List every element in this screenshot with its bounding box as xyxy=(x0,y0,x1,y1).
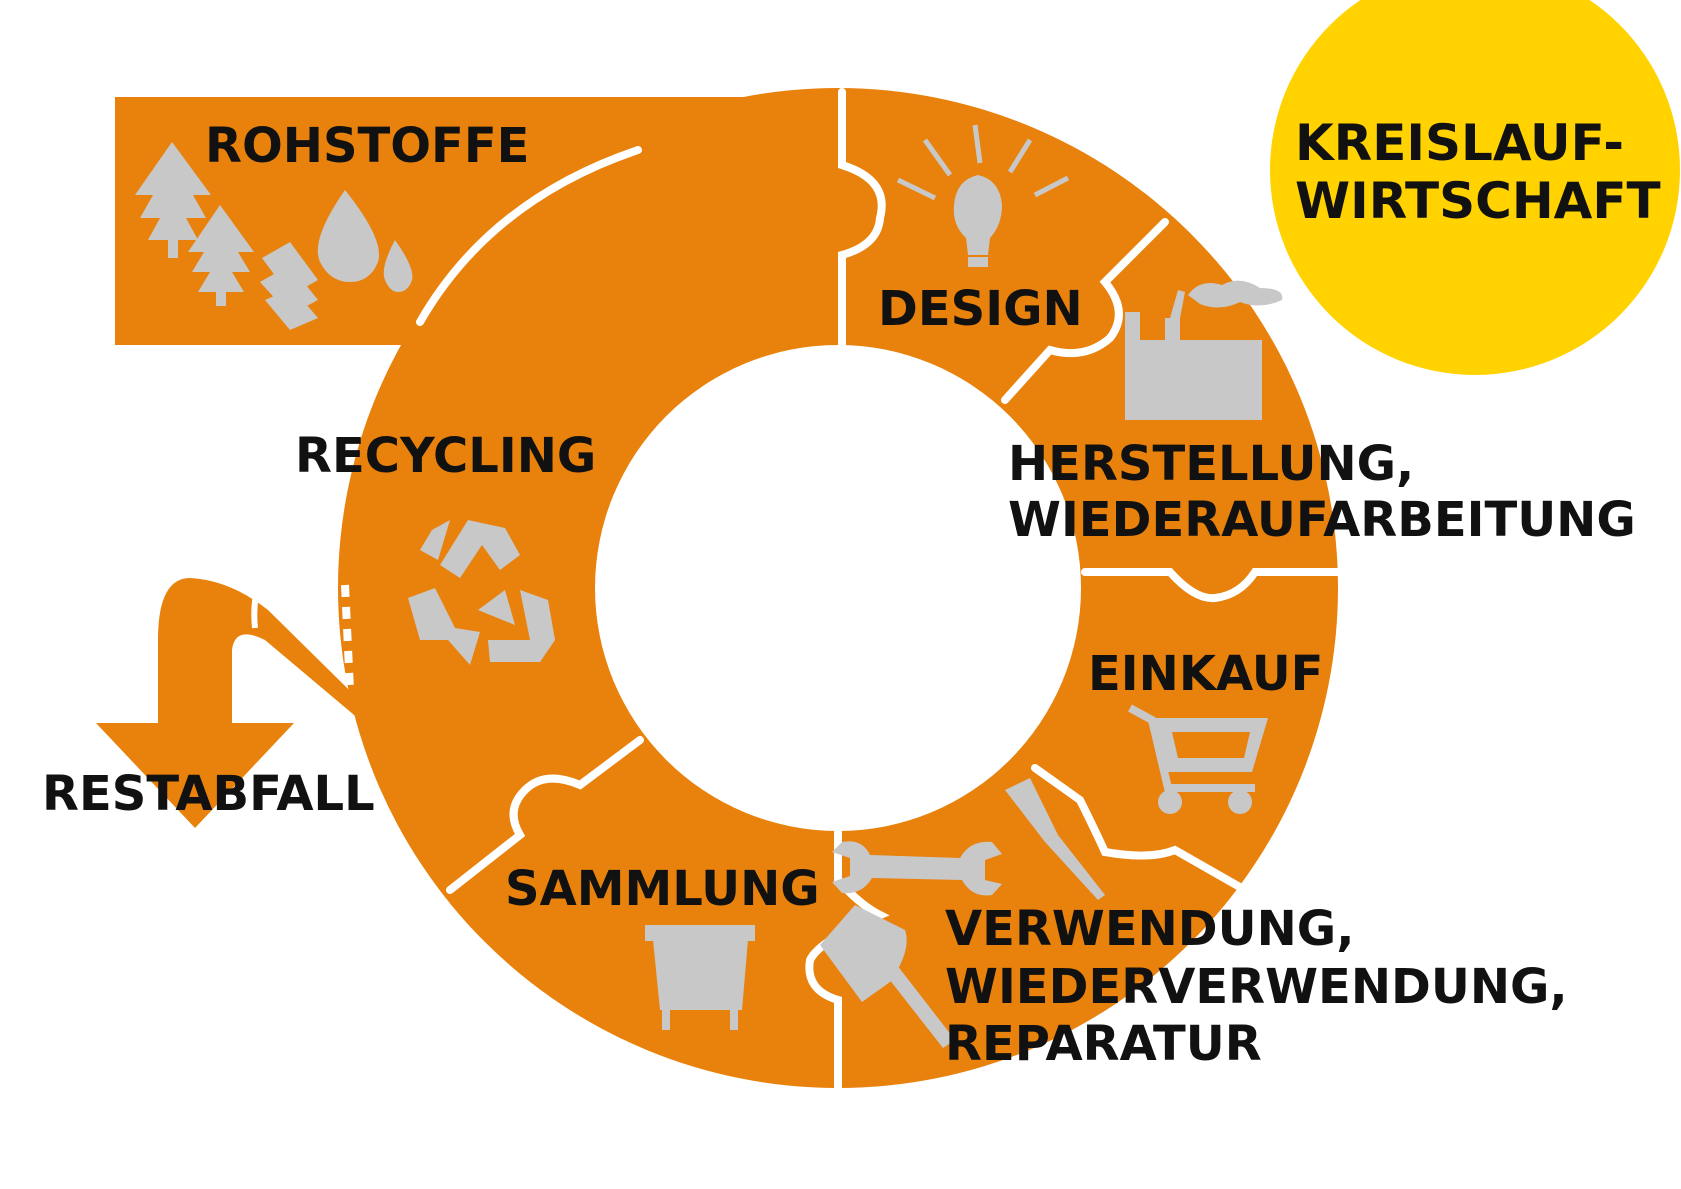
verwendung-label-line-1: VERWENDUNG, xyxy=(945,901,1354,957)
restabfall-exit-dashes xyxy=(341,584,354,691)
restabfall-label: RESTABFALL xyxy=(42,766,375,822)
waste-container-icon xyxy=(645,925,755,1030)
separator-design-herstellung xyxy=(1001,218,1169,404)
light-bulb-icon xyxy=(896,124,1070,267)
wrench-icon xyxy=(832,841,1002,896)
title-line-2: WIRTSCHAFT xyxy=(1295,172,1661,230)
drop-icon xyxy=(317,190,413,292)
design-label: DESIGN xyxy=(878,281,1083,337)
rohstoffe-label: ROHSTOFFE xyxy=(205,118,529,174)
herstellung-label-line-2: WIEDERAUFARBEITUNG xyxy=(1008,492,1636,548)
shopping-cart-icon xyxy=(1128,704,1268,814)
tree-icon xyxy=(135,142,254,306)
restabfall-arrow-edge xyxy=(251,538,283,629)
separator-recycling-arc xyxy=(416,146,642,326)
separator-herstellung-einkauf xyxy=(1081,568,1344,603)
separator-sammlung-recycling xyxy=(446,736,644,894)
factory-icon xyxy=(1125,280,1283,420)
separator-rohstoffe-design xyxy=(838,88,886,349)
cycle-ring xyxy=(338,88,1338,1088)
title-badge xyxy=(1270,0,1680,375)
segment-separators xyxy=(416,88,1344,1096)
title-line-1: KREISLAUF- xyxy=(1295,114,1624,172)
restabfall-arrow xyxy=(96,578,410,828)
verwendung-label-line-2: WIEDERVERWENDUNG, xyxy=(945,959,1568,1015)
recycling-icon xyxy=(408,520,555,665)
einkauf-label: EINKAUF xyxy=(1088,646,1323,702)
separator-einkauf-verwendung xyxy=(1031,764,1249,894)
herstellung-label-line-1: HERSTELLUNG, xyxy=(1008,436,1414,492)
sammlung-label: SAMMLUNG xyxy=(505,861,820,917)
wood-planks-icon xyxy=(260,242,318,330)
verwendung-label-line-3: REPARATUR xyxy=(945,1016,1262,1072)
hammer-icon xyxy=(820,905,955,1048)
screwdriver-icon xyxy=(1005,778,1105,900)
recycling-label: RECYCLING xyxy=(295,428,596,484)
